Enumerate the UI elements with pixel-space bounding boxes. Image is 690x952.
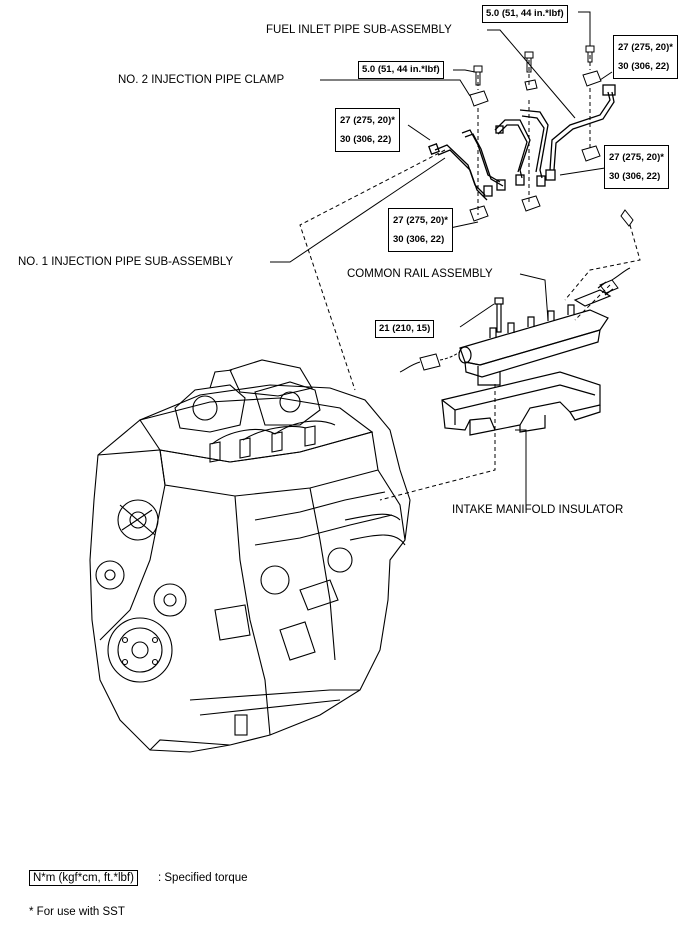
torque-value-primary: 27 (275, 20)* bbox=[609, 152, 664, 163]
injection-pipes bbox=[428, 84, 616, 201]
torque-value-secondary: 30 (306, 22) bbox=[340, 134, 392, 145]
torque-value-primary: 27 (275, 20)* bbox=[340, 115, 395, 126]
legend-unit-description: : Specified torque bbox=[158, 872, 248, 884]
torque-value-primary: 27 (275, 20)* bbox=[618, 42, 673, 53]
torque-value-secondary: 30 (306, 22) bbox=[609, 171, 661, 182]
common-rail-illustration bbox=[458, 281, 614, 386]
torque-fuel-inlet-pipe: 27 (275, 20)* 30 (306, 22) bbox=[613, 35, 678, 79]
torque-injection-pipe-c: 27 (275, 20)* 30 (306, 22) bbox=[604, 145, 669, 189]
wire-connector bbox=[399, 351, 461, 373]
torque-value-secondary: 30 (306, 22) bbox=[393, 234, 445, 245]
label-common-rail: COMMON RAIL ASSEMBLY bbox=[347, 268, 493, 280]
torque-injection-pipe-a: 27 (275, 20)* 30 (306, 22) bbox=[335, 108, 400, 152]
label-no2-injection-pipe-clamp: NO. 2 INJECTION PIPE CLAMP bbox=[118, 74, 285, 86]
pipe-clamps bbox=[469, 70, 602, 222]
label-leader-lines bbox=[270, 11, 613, 510]
engine-assembly-illustration bbox=[89, 359, 411, 753]
label-fuel-inlet-pipe: FUEL INLET PIPE SUB-ASSEMBLY bbox=[266, 24, 452, 36]
torque-clamp-bolt-right: 5.0 (51, 44 in.*lbf) bbox=[482, 5, 568, 23]
label-intake-manifold-insulator: INTAKE MANIFOLD INSULATOR bbox=[452, 504, 624, 516]
clamp-bolts bbox=[473, 45, 595, 86]
intake-manifold-insulator-illustration bbox=[441, 371, 601, 436]
torque-value-secondary: 30 (306, 22) bbox=[618, 61, 670, 72]
torque-common-rail-bolt: 21 (210, 15) bbox=[375, 320, 435, 338]
torque-clamp-bolt-left: 5.0 (51, 44 in.*lbf) bbox=[358, 61, 444, 79]
legend-unit-box: N*m (kgf*cm, ft.*lbf) bbox=[29, 870, 138, 886]
torque-injection-pipe-b: 27 (275, 20)* 30 (306, 22) bbox=[388, 208, 453, 252]
torque-value-primary: 27 (275, 20)* bbox=[393, 215, 448, 226]
pressure-sensor-connector bbox=[599, 209, 634, 294]
label-no1-injection-pipe: NO. 1 INJECTION PIPE SUB-ASSEMBLY bbox=[18, 256, 234, 268]
legend-sst-note: * For use with SST bbox=[29, 906, 125, 918]
